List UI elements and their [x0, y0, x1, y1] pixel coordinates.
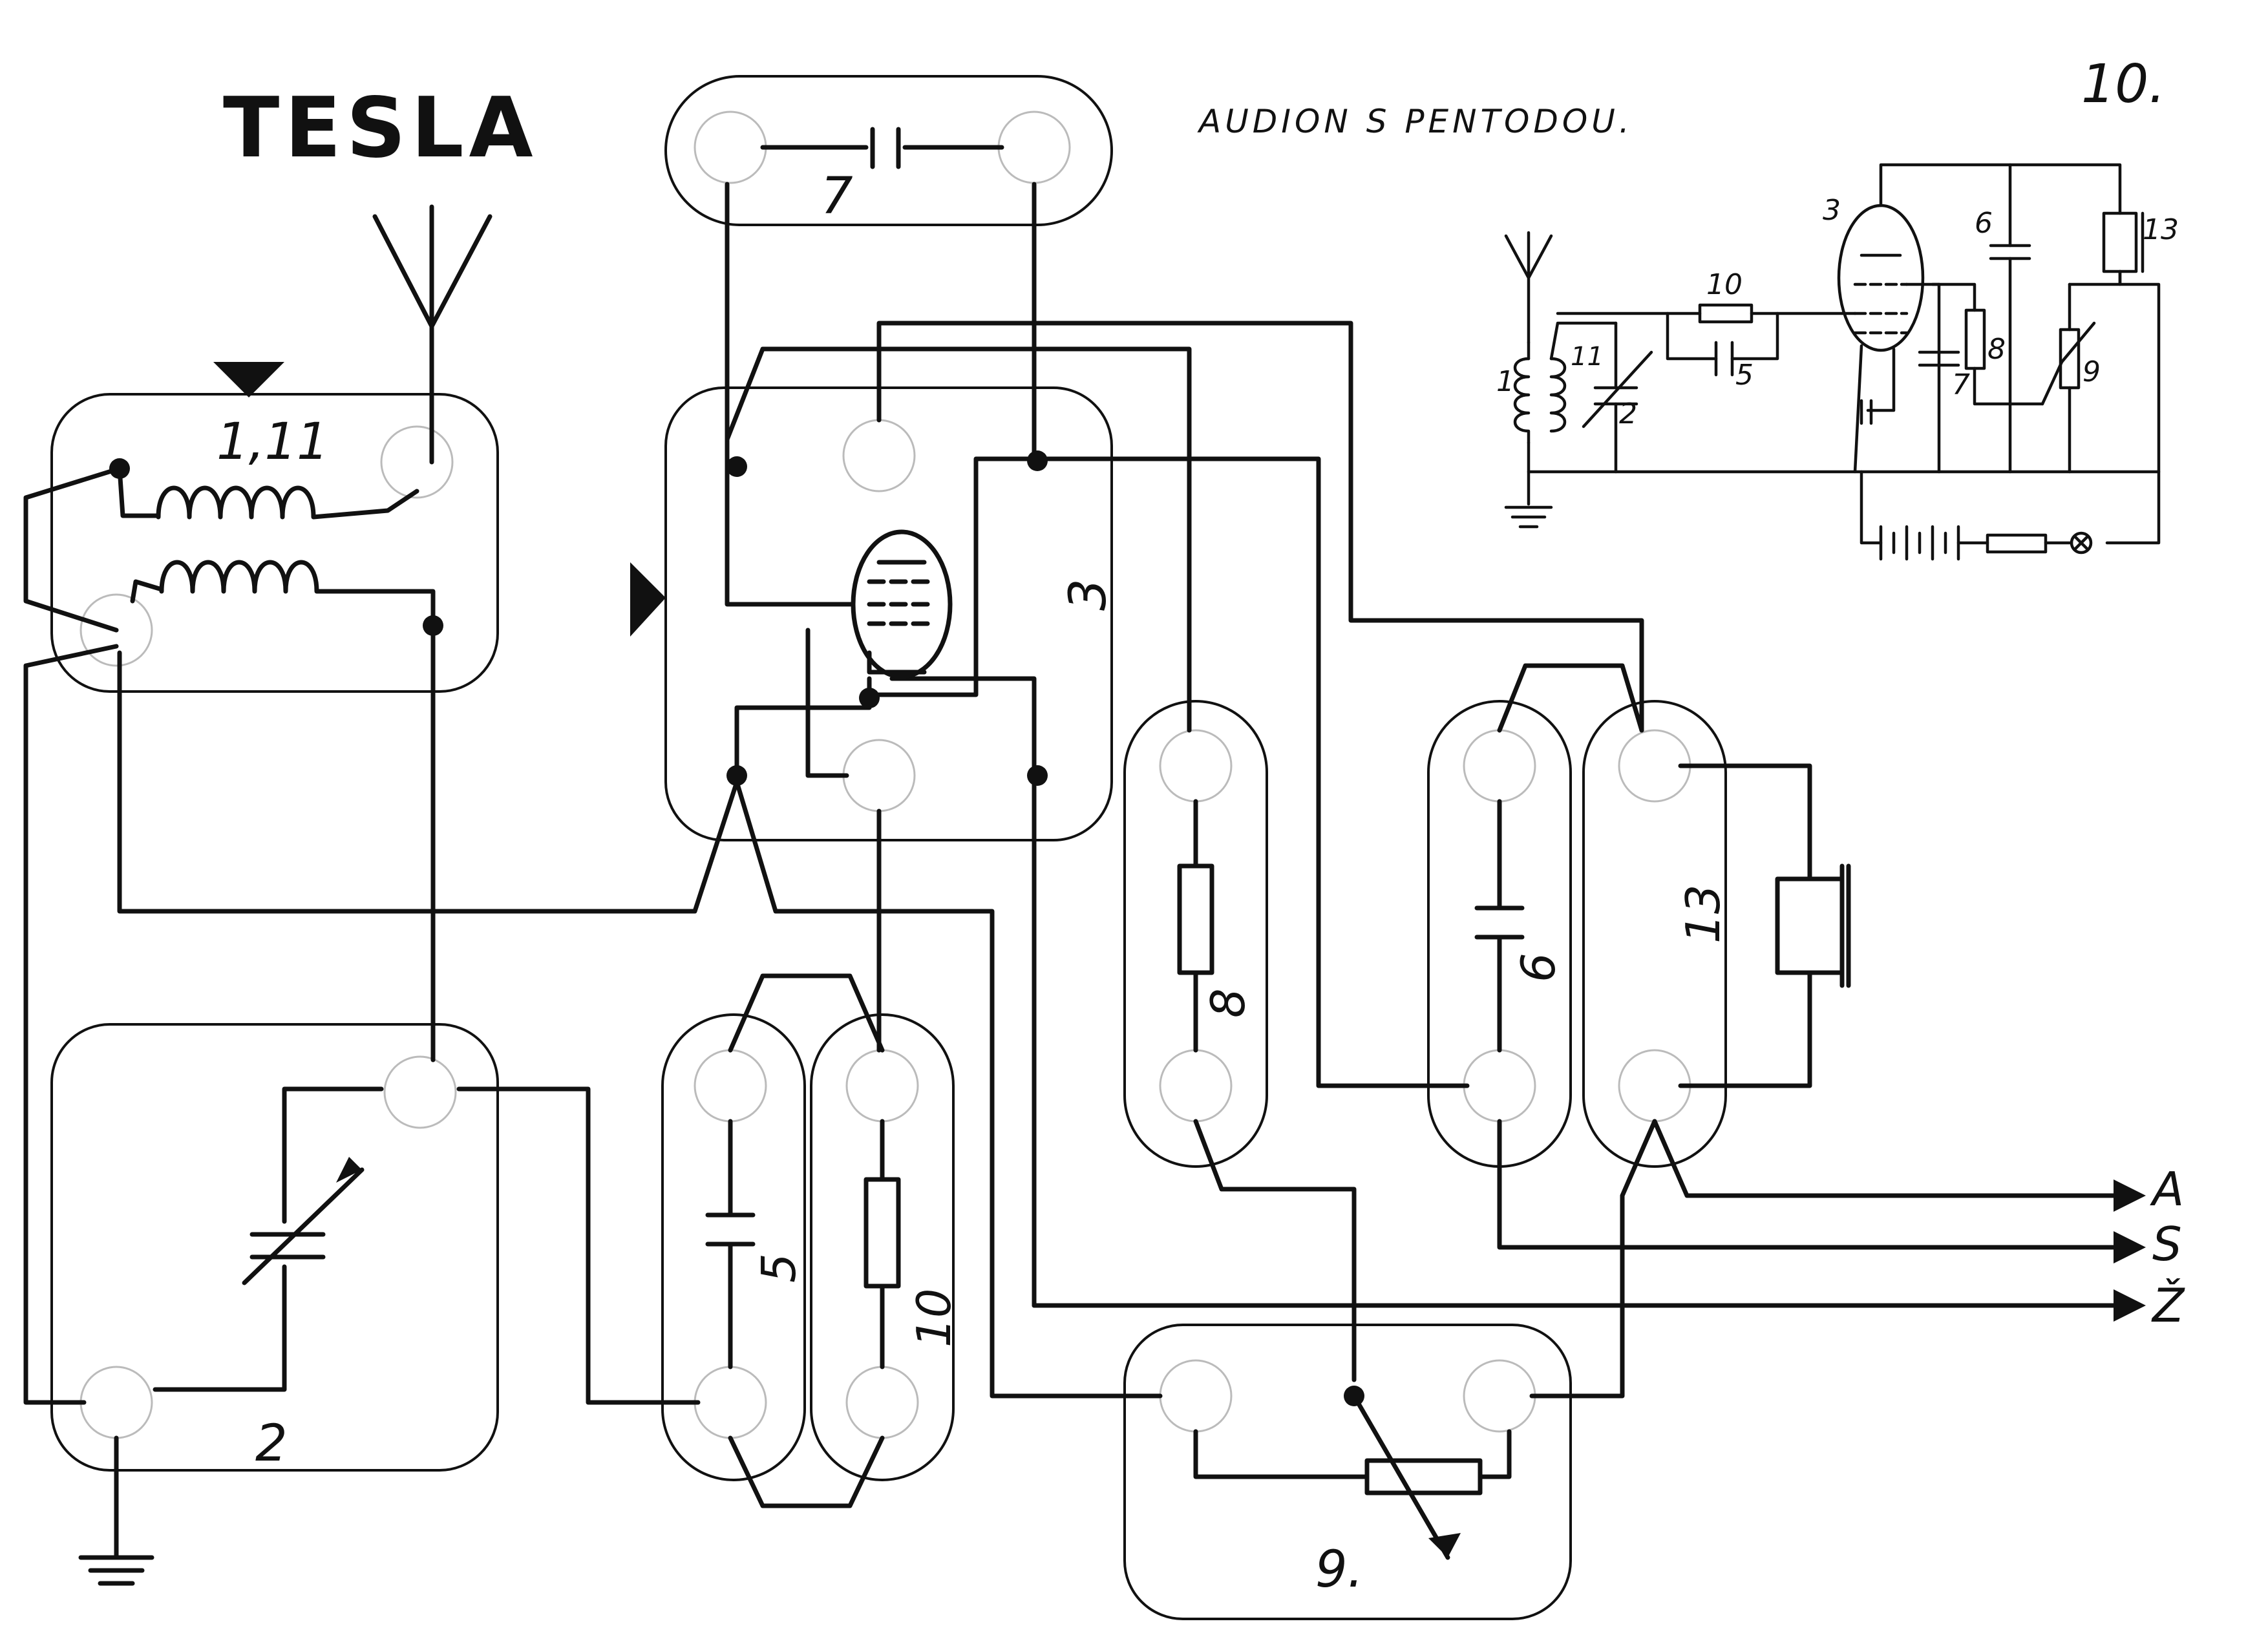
schematic-label-res-8: 8	[1987, 333, 2006, 366]
label-cap-5: 5	[752, 1253, 806, 1283]
schematic-label-cap-7: 7	[1952, 368, 1970, 401]
label-phones-13: 13	[1676, 884, 1730, 944]
schematic-label-coil-11: 11	[1571, 342, 1604, 372]
schematic-label-cap-2: 2	[1619, 397, 1637, 430]
plate-pot-9	[1123, 1324, 1572, 1620]
label-tube-3: 3	[1059, 578, 1118, 611]
junction-dots	[109, 450, 1364, 1406]
circuit-schematic	[1504, 163, 2161, 561]
label-coil-1-11: 1,11	[217, 413, 329, 471]
schematic-label-pot-9: 9	[2083, 355, 2101, 388]
diagram-title: AUDION S PENTODOU.	[1197, 103, 1633, 140]
sheet-number: 10.	[2081, 54, 2165, 115]
wiring	[23, 127, 2116, 1586]
plate-resistor-8	[1123, 700, 1268, 1168]
schematic-label-res-10: 10	[1706, 268, 1743, 301]
plate-resistor-10	[810, 1013, 955, 1481]
marker-triangles	[213, 362, 666, 637]
label-resistor-8: 8	[1201, 988, 1255, 1018]
plate-tube-3	[664, 386, 1113, 841]
plate-phones-13	[1582, 700, 1727, 1168]
tesla-logo: TESLA	[223, 80, 538, 176]
schematic-label-cap-6: 6	[1975, 207, 1993, 240]
label-cap-6: 6	[1511, 953, 1565, 982]
plate-condenser-7	[664, 75, 1113, 226]
output-arrowheads	[336, 1157, 2146, 1558]
schematic-label-phones-13: 13	[2143, 213, 2179, 246]
schematic-label-tube-3: 3	[1823, 194, 1841, 227]
plate-tuning-cap-2	[50, 1023, 499, 1472]
plate-coil-1-11	[50, 393, 499, 693]
label-tuning-cap-2: 2	[255, 1415, 288, 1473]
terminal-label-s: S	[2152, 1217, 2182, 1271]
label-pot-9: 9.	[1315, 1541, 1363, 1599]
label-condenser-7: 7	[821, 167, 853, 226]
terminal-label-z: Ž	[2151, 1278, 2185, 1333]
plate-cap-5	[661, 1013, 806, 1481]
terminal-label-a: A	[2150, 1162, 2184, 1216]
schematic-label-cap-5: 5	[1735, 359, 1754, 392]
tube-3-symbol	[851, 529, 953, 679]
label-resistor-10: 10	[907, 1288, 961, 1347]
schematic-label-coil-1: 1	[1496, 365, 1514, 398]
socket-terminals	[79, 111, 1691, 1439]
